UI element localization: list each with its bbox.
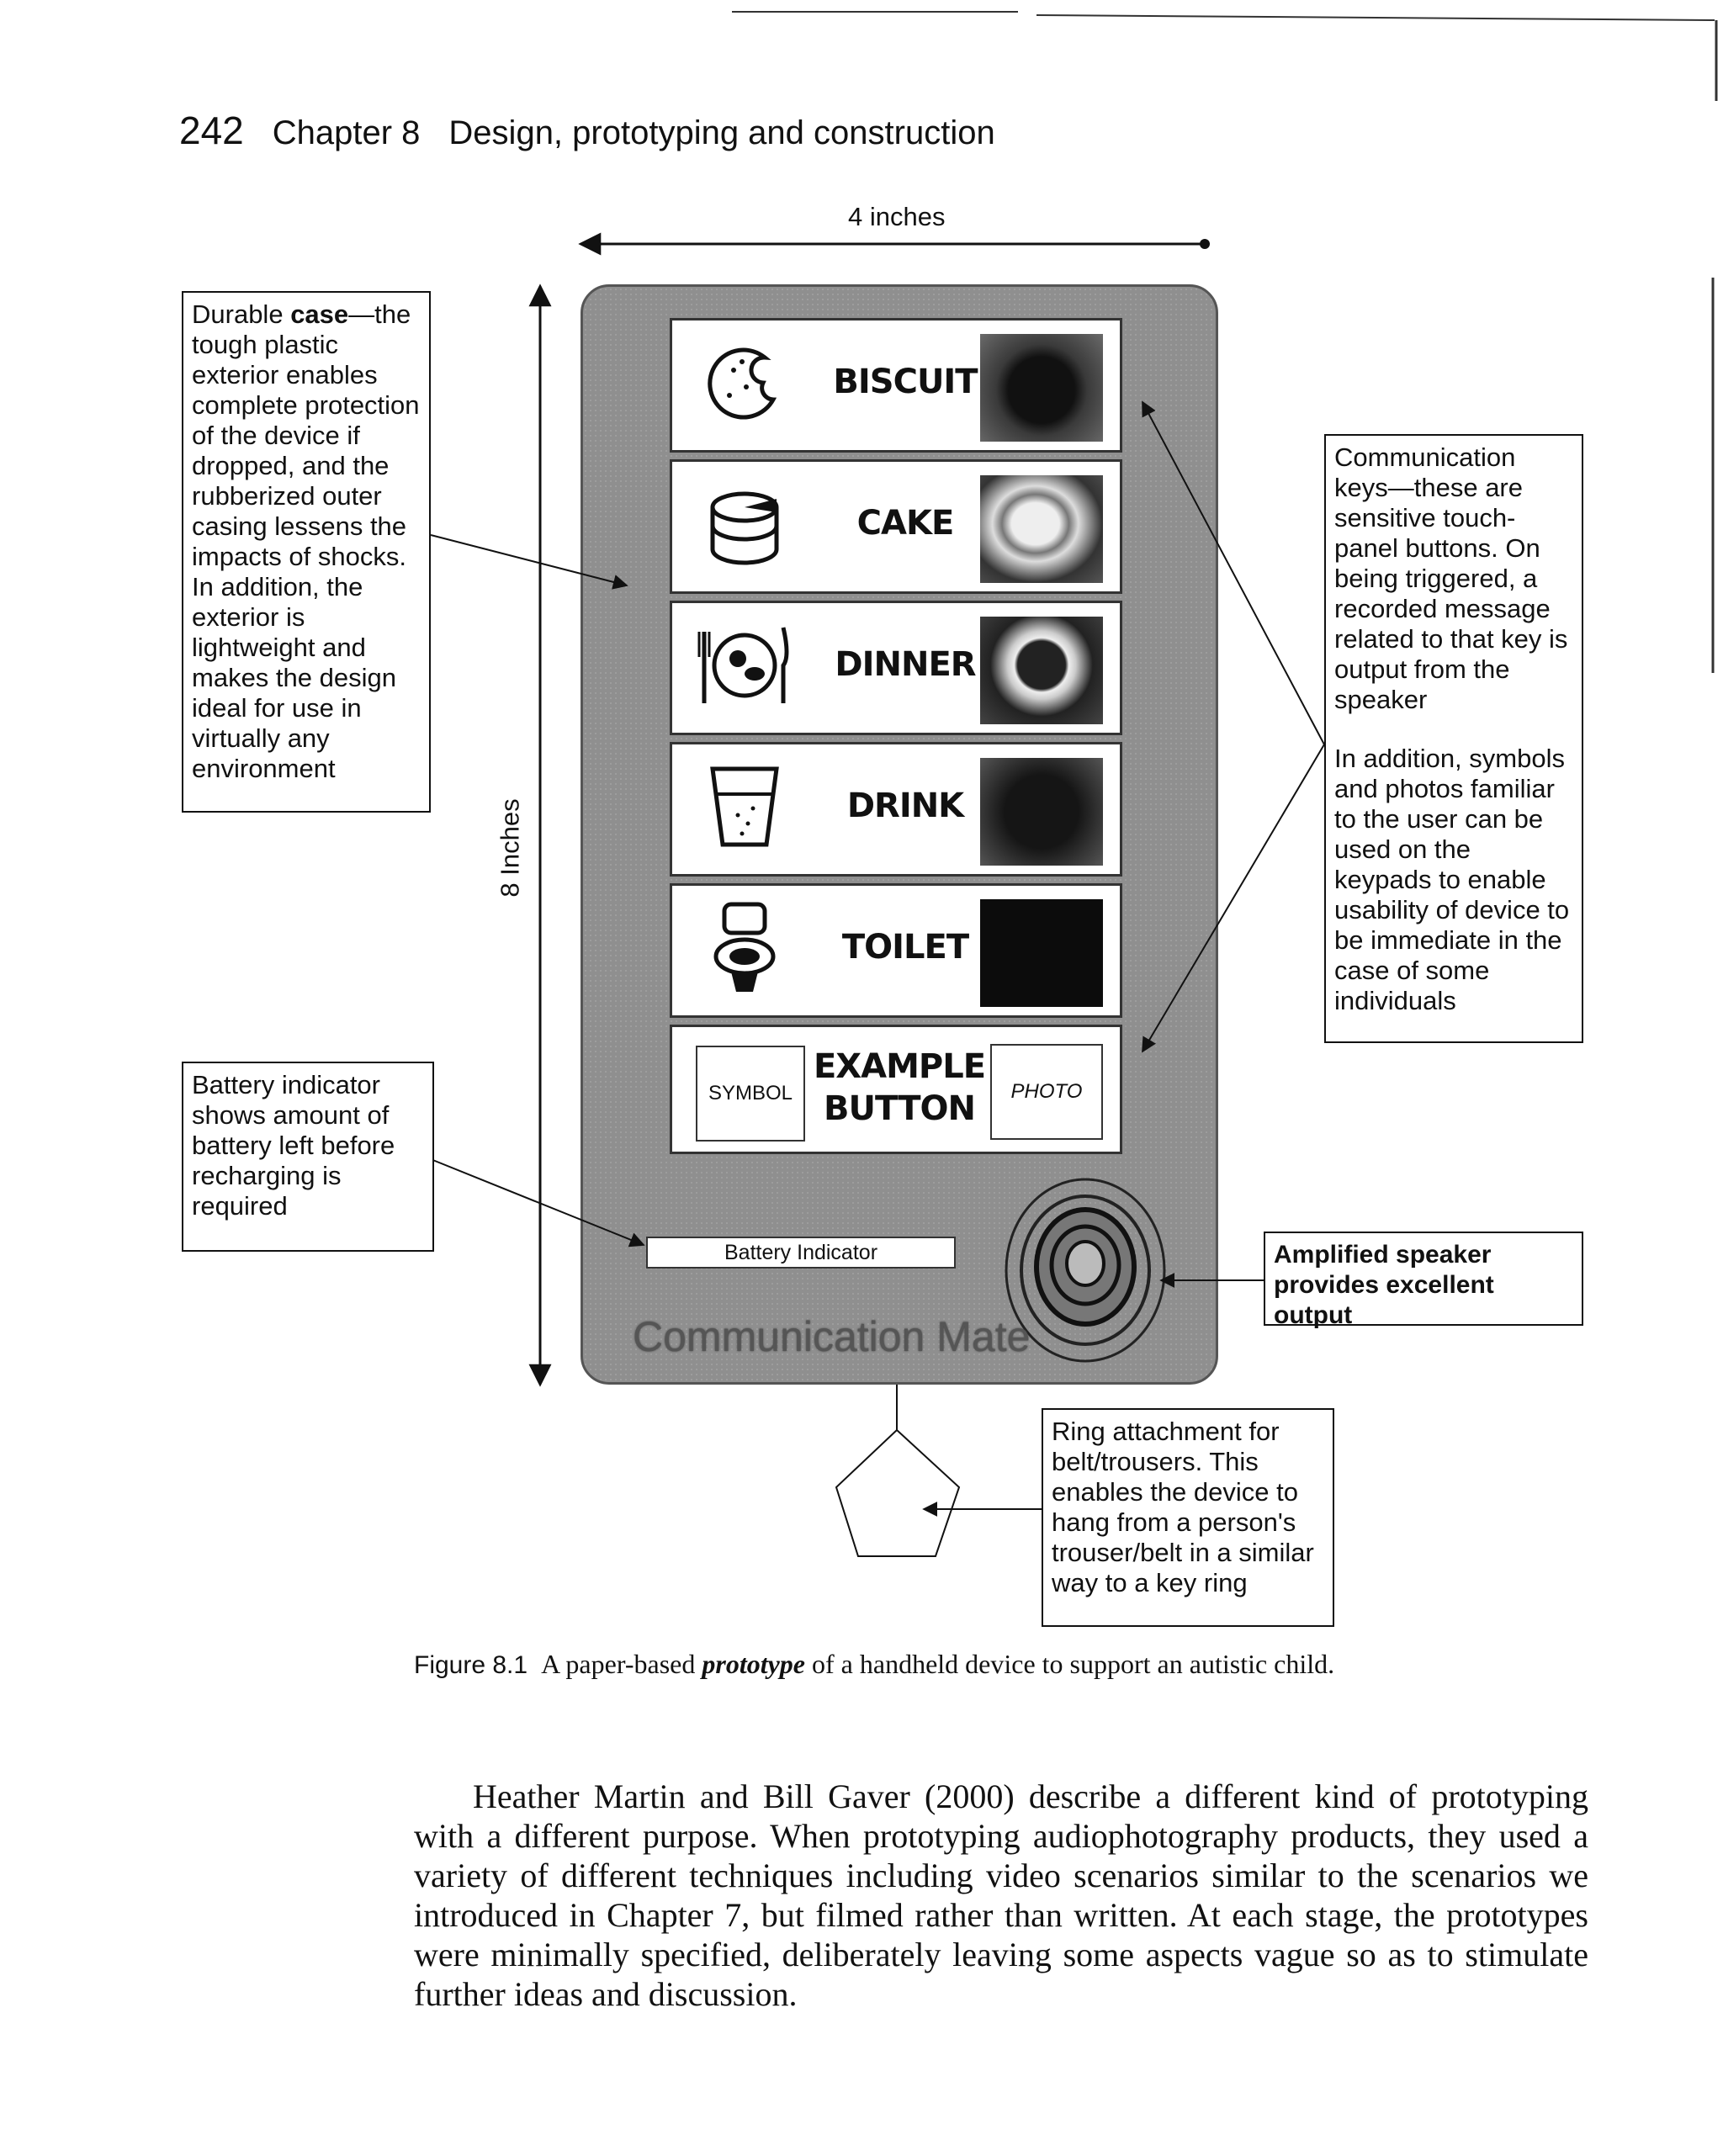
chapter-label: Chapter 8 [272,114,421,151]
page-number: 242 [179,109,244,152]
key-dinner: DINNER [670,601,1122,735]
case-callout: Durable case—the tough plastic exterior … [182,291,431,813]
toilet-photo [980,899,1103,1007]
body-paragraph: Heather Martin and Bill Gaver (2000) des… [414,1777,1588,2013]
speaker-icon [1005,1178,1166,1363]
chapter-title: Design, prototyping and construction [448,114,995,151]
keys-callout-p1: Communication keys—these are sensitive t… [1334,442,1568,714]
key-example: SYMBOL EXAMPLE BUTTON PHOTO [670,1025,1122,1154]
example-line-2: BUTTON [824,1089,976,1128]
battery-indicator: Battery Indicator [646,1237,956,1269]
key-drink: DRINK [670,742,1122,877]
height-label: 8 Inches [495,798,525,898]
speaker-callout: Amplified speaker provides excellent out… [1264,1232,1583,1329]
key-label: TOILET [841,928,969,967]
key-label: DINNER [835,645,976,684]
key-label: CAKE [856,504,955,543]
example-line-1: EXAMPLE [813,1047,986,1086]
key-biscuit: BISCUIT [670,318,1122,453]
drink-photo [980,758,1103,866]
battery-callout: Battery indicator shows amount of batter… [182,1062,434,1252]
keys-callout: Communication keys—these are sensitive t… [1324,434,1583,1043]
case-term: case [290,299,349,329]
cake-symbol-icon [696,474,793,575]
dinner-photo [980,617,1103,724]
width-label: 4 inches [848,202,946,231]
example-label: EXAMPLE BUTTON [807,1046,992,1130]
figure-number: Figure 8.1 [414,1651,528,1679]
biscuit-symbol-icon [696,332,793,433]
photo-placeholder: PHOTO [990,1044,1103,1140]
keys-callout-p2: In addition, symbols and photos familiar… [1334,744,1570,1015]
key-label: BISCUIT [833,363,978,401]
device-brand-name: Communication Mate [633,1313,1031,1360]
symbol-placeholder: SYMBOL [696,1046,805,1142]
key-toilet: TOILET [670,883,1122,1018]
running-head: 242 Chapter 8 Design, prototyping and cons… [179,108,995,153]
dinner-symbol-icon [696,615,793,716]
key-label: DRINK [846,787,964,825]
biscuit-photo [980,334,1103,442]
key-cake: CAKE [670,459,1122,594]
caption-emphasis: prototype [702,1649,805,1679]
figure-caption: Figure 8.1 A paper-based prototype of a … [414,1649,1335,1679]
ring-callout: Ring attachment for belt/trousers. This … [1042,1408,1334,1627]
cake-photo [980,475,1103,583]
toilet-symbol-icon [696,898,793,999]
drink-symbol-icon [696,756,793,857]
